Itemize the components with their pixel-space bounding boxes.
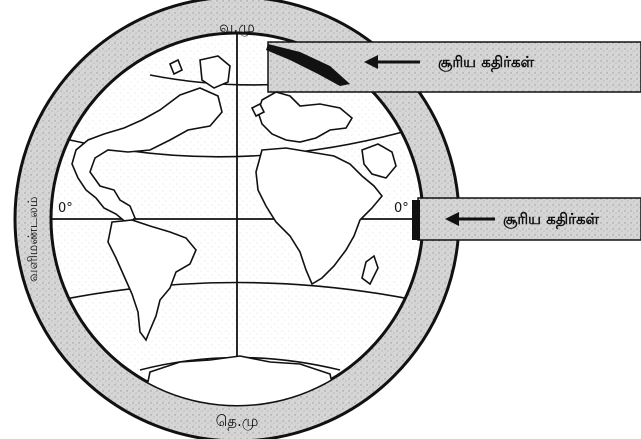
sunray-label-top: சூரிய கதிர்கள் xyxy=(438,53,535,72)
atmosphere-label: வளிமண்டலம் xyxy=(26,197,41,282)
equator-degree-right: 0° xyxy=(394,201,409,216)
sunray-label-equator: சூரிய கதிர்கள் xyxy=(503,210,600,229)
sunlit-edge-equator xyxy=(412,200,420,240)
south-pole-label: தெ.மு xyxy=(216,412,259,430)
north-pole-label: வ.மு xyxy=(219,18,255,36)
equator-degree-left: 0° xyxy=(58,201,73,216)
